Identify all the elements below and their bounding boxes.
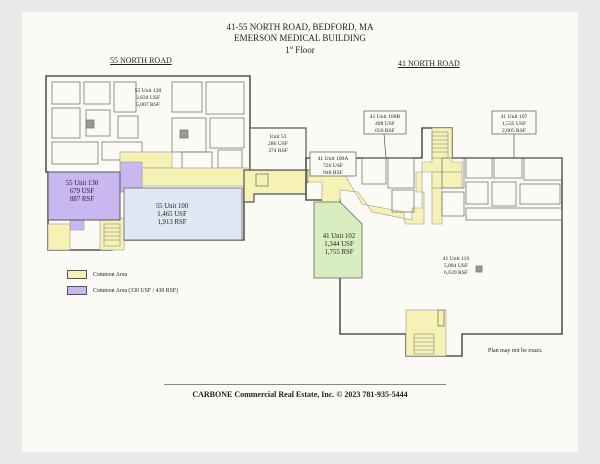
unit-102-label: 41 Unit 102 [323,233,356,240]
road-label-55: 55 NORTH ROAD [110,56,172,65]
svg-text:374 RSF: 374 RSF [268,148,288,154]
legend-common-area-special: Common Area (330 USF / 430 RSF) [67,286,178,295]
svg-text:1,344 USF: 1,344 USF [324,241,354,248]
svg-text:726 USF: 726 USF [323,163,343,169]
svg-text:887 RSF: 887 RSF [70,196,94,203]
svg-text:2,005 RSF: 2,005 RSF [502,128,526,134]
road-label-41: 41 NORTH ROAD [398,59,460,68]
svg-text:948 RSF: 948 RSF [323,170,343,176]
connector-unit-53 [243,169,309,203]
legend-swatch-common [67,270,87,279]
unit-53-room [249,127,307,171]
svg-text:6,639 RSF: 6,639 RSF [444,270,468,276]
svg-text:650 RSF: 650 RSF [375,128,395,134]
svg-text:1,913 RSF: 1,913 RSF [157,219,186,226]
svg-text:679 USF: 679 USF [70,188,95,195]
svg-text:1,535 USF: 1,535 USF [502,121,526,127]
floor-label: 1st Floor [285,45,315,55]
svg-text:5,084 USF: 5,084 USF [444,263,468,269]
floor-plan-drawing: 55 Unit 120 3,834 USF 5,007 RSF Unit 53 … [45,75,563,357]
unit-120-label: 55 Unit 120 [135,88,162,94]
footer-contact: CARBONE Commercial Real Estate, Inc. © 2… [192,390,408,399]
unit-130-outline [47,171,121,221]
common-area-41 [307,127,463,357]
stairs [103,131,449,355]
svg-text:286 USF: 286 USF [268,141,288,147]
unit-102-area [313,201,363,279]
unit-100b-label: 41 Unit 100B [370,114,401,120]
svg-text:5,007 RSF: 5,007 RSF [136,102,160,108]
unit-110-label: 41 Unit 110 [443,256,470,262]
label-box-unit-100a [309,151,357,177]
unit-130-label: 55 Unit 130 [66,180,99,187]
footer-divider [164,384,446,385]
label-box-unit-100b [363,110,407,135]
legend-swatch-special [67,286,87,295]
svg-text:1,755 RSF: 1,755 RSF [324,249,353,256]
address-title: 41-55 NORTH ROAD, BEDFORD, MA [226,22,374,32]
unit-100-area [123,187,243,241]
unit-100-label: 55 Unit 100 [156,203,189,210]
unit-107-label: 41 Unit 107 [501,114,528,120]
legend-common-area: Common Area [67,270,127,279]
building-name: EMERSON MEDICAL BUILDING [234,33,366,43]
svg-text:1,465 USF: 1,465 USF [157,211,187,218]
svg-text:3,834 USF: 3,834 USF [136,95,160,101]
building-41-interior [361,157,563,327]
svg-text:498 USF: 498 USF [375,121,395,127]
unit-53-label: Unit 53 [270,134,287,140]
unit-100a-label: 41 Unit 100A [318,156,349,162]
floor-plan-sheet: 41-55 NORTH ROAD, BEDFORD, MA EMERSON ME… [22,12,578,452]
plan-disclaimer: Plan may not be exact. [488,348,543,354]
